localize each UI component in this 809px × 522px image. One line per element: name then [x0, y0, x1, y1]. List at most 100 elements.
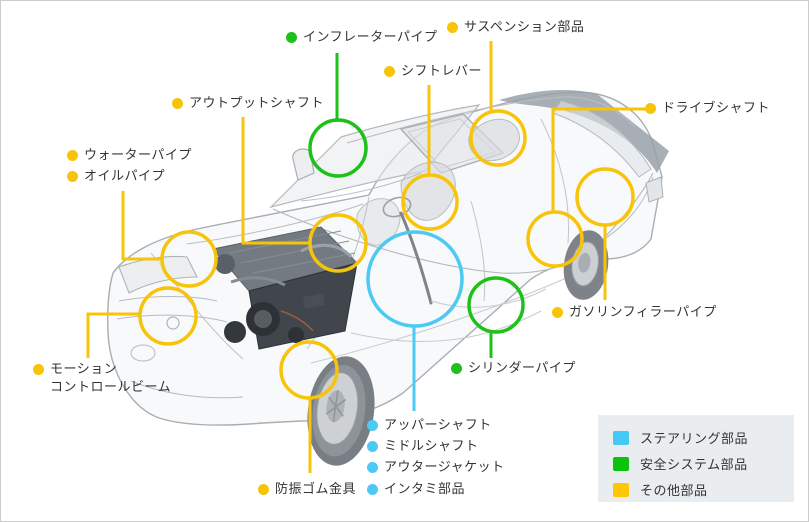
- callout-drive-shaft: ドライブシャフト: [645, 100, 770, 118]
- legend-item-steering: ステアリング部品: [613, 427, 794, 448]
- callout-cylinder-pipe: シリンダーパイプ: [451, 360, 576, 378]
- connector-lines: [86, 41, 646, 473]
- bullet-icon: [384, 66, 395, 77]
- highlight-vibration: [279, 340, 339, 400]
- bullet-icon: [367, 420, 378, 431]
- connector-drive-shaft: [551, 107, 646, 212]
- connector-output-shaft: [241, 117, 309, 245]
- callout-label: 防振ゴム金具: [275, 482, 357, 497]
- callout-label: インフレーターパイプ: [303, 30, 438, 45]
- bullet-icon: [33, 364, 44, 375]
- legend-item-other: その他部品: [613, 479, 794, 500]
- side-mirror: [292, 148, 315, 181]
- connector-motion-beam: [86, 312, 140, 358]
- bullet-icon: [645, 103, 656, 114]
- highlight-drive-shaft: [526, 210, 584, 268]
- bullet-icon: [367, 441, 378, 452]
- highlight-oil-pipe: [138, 286, 198, 346]
- engine-pulley-aux: [288, 327, 304, 343]
- callout-intermediate-parts: インタミ部品: [367, 481, 465, 499]
- callout-label: ミドルシャフト: [384, 439, 479, 454]
- callout-outer-jacket: アウタージャケット: [367, 459, 505, 477]
- legend: ステアリング部品 安全システム部品 その他部品: [598, 415, 794, 502]
- highlight-steering: [366, 230, 464, 328]
- engine-cable: [280, 310, 314, 332]
- steering-column: [399, 211, 433, 305]
- legend-label: 安全システム部品: [640, 458, 748, 473]
- connector-water-oil: [121, 191, 162, 261]
- bullet-icon: [172, 98, 183, 109]
- highlight-water-pipe: [160, 230, 218, 288]
- grille-line-2: [116, 314, 228, 323]
- rear-hub: [578, 252, 591, 273]
- callout-suspension-parts: サスペンション部品: [447, 19, 584, 37]
- fog-light: [130, 344, 156, 362]
- steering-wheel: [382, 196, 412, 218]
- callout-label: ウォーターパイプ: [84, 148, 192, 163]
- callout-motion-control-beam: モーション コントロールビーム: [33, 361, 171, 397]
- rear-wheel: [563, 230, 609, 300]
- callout-label: サスペンション部品: [464, 20, 585, 35]
- callout-label: シリンダーパイプ: [468, 361, 576, 376]
- callout-gasoline-filler-pipe: ガソリンフィラーパイプ: [552, 304, 717, 322]
- bullet-icon: [258, 484, 269, 495]
- engine-pipe-2: [230, 276, 286, 287]
- bullet-icon: [286, 32, 297, 43]
- engine-alternator: [215, 254, 235, 274]
- floor-line-1: [430, 288, 547, 308]
- bullet-icon: [552, 307, 563, 318]
- callout-output-shaft: アウトプットシャフト: [172, 95, 324, 113]
- highlight-inflator-pipe: [308, 118, 368, 178]
- callout-label: アッパーシャフト: [384, 418, 492, 433]
- callout-anti-vibration-rubber: 防振ゴム金具: [258, 481, 356, 499]
- callout-inflator-pipe: インフレーターパイプ: [286, 29, 437, 47]
- engine-pulley-small: [224, 321, 246, 343]
- legend-label: その他部品: [640, 484, 708, 499]
- dashboard-line: [300, 172, 422, 202]
- callout-middle-shaft: ミドルシャフト: [367, 438, 479, 456]
- callout-shift-lever: シフトレバー: [384, 63, 482, 81]
- front-spokes: [325, 390, 347, 423]
- c-pillar: [540, 118, 569, 244]
- taillight: [645, 176, 664, 203]
- bullet-icon: [451, 363, 462, 374]
- callout-oil-pipe: オイルパイプ: [67, 168, 165, 186]
- callout-water-pipe: ウォーターパイプ: [67, 147, 192, 165]
- callout-upper-shaft: アッパーシャフト: [367, 417, 492, 435]
- grille-line-1: [118, 296, 218, 302]
- highlight-output-shaft: [308, 213, 368, 273]
- highlight-circles: [138, 109, 635, 400]
- bullet-icon: [447, 22, 458, 33]
- highlight-cylinder-pipe: [467, 276, 525, 334]
- callout-label: アウタージャケット: [384, 460, 505, 475]
- legend-label: ステアリング部品: [640, 432, 749, 447]
- callout-label: ガソリンフィラーパイプ: [569, 305, 717, 320]
- rear-window: [552, 100, 652, 178]
- bumper-lower: [130, 380, 244, 399]
- highlight-suspension: [469, 109, 527, 167]
- bullet-icon: [67, 150, 78, 161]
- bullet-icon: [367, 462, 378, 473]
- legend-item-safety: 安全システム部品: [613, 453, 794, 474]
- engine-pulley-inner: [254, 310, 272, 328]
- roof-rail-band: [499, 90, 669, 173]
- b-pillar: [470, 200, 486, 302]
- callout-label: オイルパイプ: [84, 169, 166, 184]
- front-badge: [166, 316, 180, 330]
- bullet-icon: [67, 171, 78, 182]
- callout-label: インタミ部品: [384, 482, 466, 497]
- highlight-filler-pipe: [575, 167, 635, 227]
- callout-label: ドライブシャフト: [662, 101, 771, 116]
- bullet-icon: [367, 484, 378, 495]
- body-outline: [107, 91, 663, 426]
- engine-pipe-1: [300, 243, 353, 259]
- callout-label: シフトレバー: [401, 64, 483, 79]
- callout-label: モーション コントロールビーム: [50, 362, 172, 395]
- highlight-shift-lever: [401, 173, 459, 231]
- legend-swatch-blue: [613, 430, 629, 445]
- engine-module: [303, 293, 325, 309]
- callout-label: アウトプットシャフト: [189, 96, 325, 111]
- legend-swatch-yellow: [613, 482, 629, 497]
